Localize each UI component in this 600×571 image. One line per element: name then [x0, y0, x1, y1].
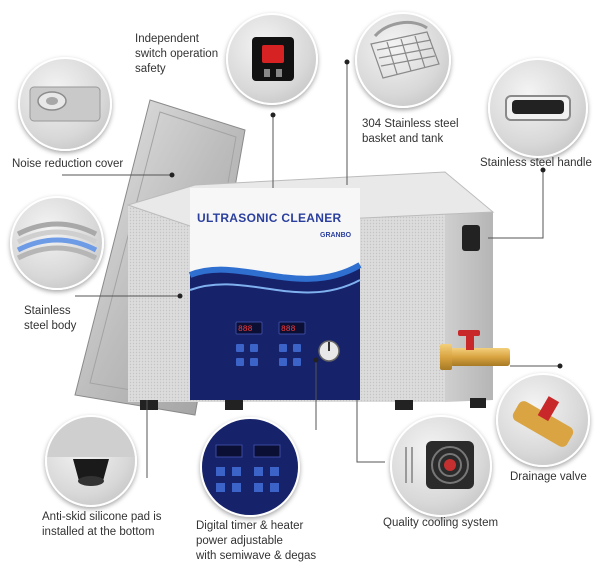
timer-callout-label: Digital timer & heater power adjustable …	[196, 520, 317, 562]
drain-valve	[440, 330, 510, 370]
timer-detail-circle	[200, 417, 300, 517]
steel-layers-icon	[16, 221, 98, 261]
cooling-callout-label: Quality cooling system	[383, 517, 499, 529]
handle-detail-circle	[488, 58, 588, 158]
body-callout-label: Stainless steel body	[24, 305, 77, 332]
svg-text:888: 888	[238, 325, 253, 334]
power-switch-icon	[252, 37, 294, 81]
wire-basket-icon	[370, 20, 440, 79]
switch-callout-label: Independent switch operation safety	[135, 33, 219, 75]
basket-callout-label: 304 Stainless steel basket and tank	[362, 118, 459, 145]
drain-detail-circle	[496, 373, 590, 467]
basket-detail-circle	[355, 12, 451, 108]
callout-lines	[62, 62, 560, 478]
brand-title: ULTRASONIC CLEANER	[197, 211, 342, 225]
cleaner-body: 888 888	[126, 171, 495, 410]
brass-valve-icon	[512, 396, 574, 447]
pad-callout-label: Anti-skid silicone pad is installed at t…	[42, 511, 162, 538]
svg-text:888: 888	[281, 325, 296, 334]
drain-callout-label: Drainage valve	[510, 471, 587, 483]
handle-recess-icon	[505, 95, 571, 121]
switch-detail-circle	[226, 13, 318, 105]
control-panel-icon	[202, 419, 298, 515]
lid-knob-icon	[29, 86, 101, 122]
cover-detail-circle	[18, 57, 112, 151]
cooling-fan-icon	[405, 441, 474, 489]
handle-callout-label: Stainless steel handle	[480, 157, 592, 169]
cover-callout-label: Noise reduction cover	[12, 158, 124, 170]
brand-logo: GRANBO	[320, 232, 352, 239]
pad-detail-circle	[45, 415, 137, 507]
rubber-foot-icon	[47, 417, 135, 486]
body-detail-circle	[10, 196, 104, 290]
cooling-detail-circle	[390, 415, 492, 517]
